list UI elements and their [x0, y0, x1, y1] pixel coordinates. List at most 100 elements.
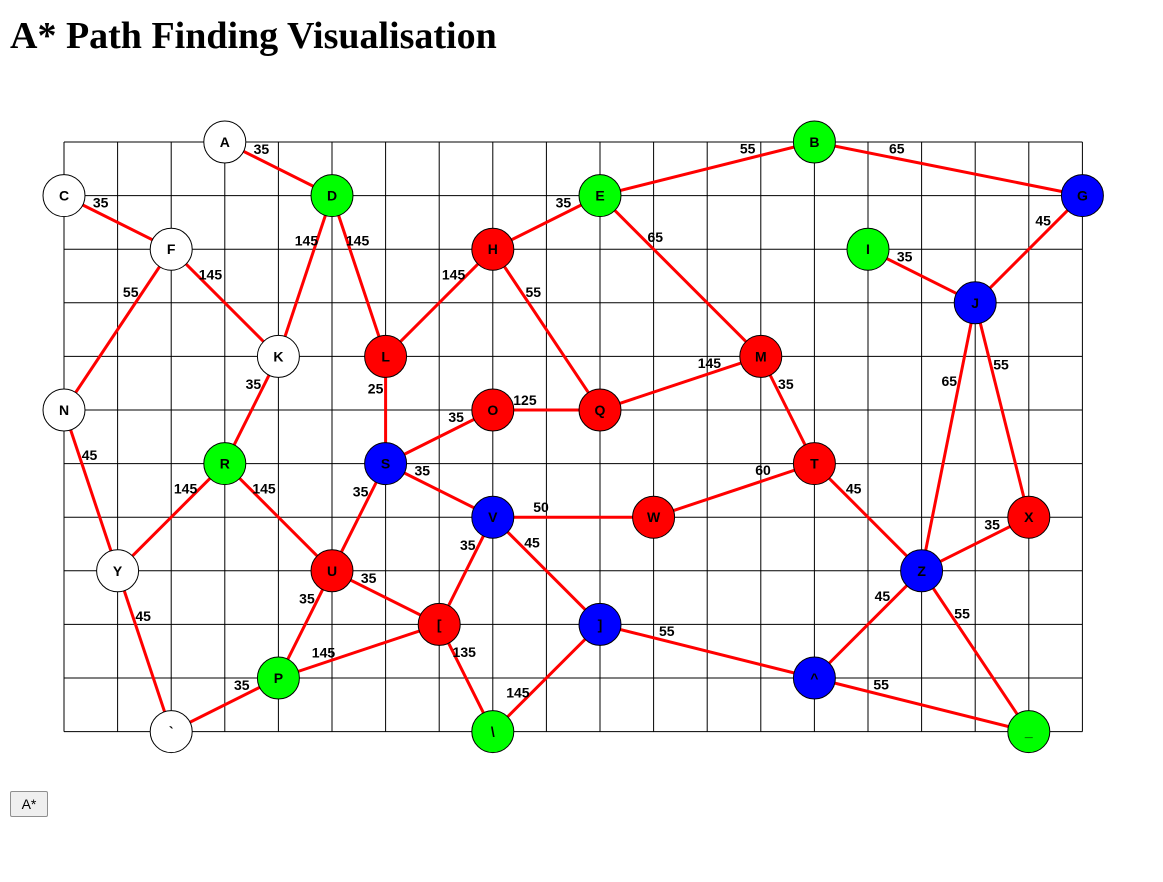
- graph-node[interactable]: A: [203, 120, 247, 164]
- node-label: W: [647, 509, 661, 525]
- graph-node[interactable]: H: [471, 227, 515, 271]
- edge-weight-label: 35: [984, 516, 1000, 532]
- node-label: H: [488, 241, 498, 257]
- node-label: \: [491, 724, 495, 740]
- node-circle: [471, 710, 515, 754]
- edge: [813, 569, 923, 680]
- page-title: A* Path Finding Visualisation: [10, 15, 497, 57]
- node-label: [: [437, 616, 442, 632]
- node-circle: [471, 227, 515, 271]
- edge-weight-label: 45: [135, 608, 151, 624]
- graph-node[interactable]: S: [364, 442, 408, 486]
- edge-weight-label: 35: [353, 483, 369, 499]
- edge: [599, 140, 815, 198]
- edge-weight-label: 55: [659, 623, 675, 639]
- node-circle: [1007, 710, 1051, 754]
- graph-node[interactable]: V: [471, 495, 515, 539]
- node-circle: [1060, 174, 1104, 218]
- graph-node[interactable]: B: [792, 120, 836, 164]
- graph-node[interactable]: R: [203, 442, 247, 486]
- run-astar-button[interactable]: A*: [10, 791, 48, 817]
- node-circle: [471, 495, 515, 539]
- node-circle: [578, 602, 622, 646]
- node-circle: [149, 710, 193, 754]
- graph-node[interactable]: T: [792, 442, 836, 486]
- graph-node[interactable]: ^: [792, 656, 836, 700]
- node-circle: [578, 388, 622, 432]
- node-label: S: [381, 456, 390, 472]
- graph-node[interactable]: Z: [900, 549, 944, 593]
- graph-node[interactable]: U: [310, 549, 354, 593]
- edge-weight-label: 35: [448, 409, 464, 425]
- graph-node[interactable]: _: [1007, 710, 1051, 754]
- node-label: K: [273, 348, 283, 364]
- graph-node[interactable]: M: [739, 334, 783, 378]
- graph-node[interactable]: `: [149, 710, 193, 754]
- node-circle: [203, 442, 247, 486]
- edge: [116, 570, 173, 733]
- graph-node[interactable]: C: [42, 174, 86, 218]
- node-label: E: [595, 188, 604, 204]
- graph-node[interactable]: O: [471, 388, 515, 432]
- graph-node[interactable]: Q: [578, 388, 622, 432]
- graph-node[interactable]: K: [256, 334, 300, 378]
- graph-node[interactable]: E: [578, 174, 622, 218]
- graph-node[interactable]: Y: [96, 549, 140, 593]
- edge: [170, 248, 280, 358]
- graph-node[interactable]: W: [632, 495, 676, 539]
- node-label: ^: [810, 670, 818, 686]
- node-label: V: [488, 509, 498, 525]
- edge-weight-label: 35: [414, 463, 430, 479]
- node-label: A: [220, 134, 230, 150]
- edge: [599, 354, 762, 412]
- node-label: Y: [113, 563, 123, 579]
- edge-weight-label: 35: [93, 195, 109, 211]
- graph-node[interactable]: N: [42, 388, 86, 432]
- edge: [223, 462, 334, 572]
- node-circle: [310, 549, 354, 593]
- edge: [974, 194, 1084, 304]
- graph-node[interactable]: I: [846, 227, 890, 271]
- node-circle: [846, 227, 890, 271]
- graph-node[interactable]: F: [149, 227, 193, 271]
- node-label: R: [220, 456, 230, 472]
- graph-node[interactable]: J: [953, 281, 997, 325]
- edge: [814, 140, 1083, 198]
- graph-node[interactable]: L: [364, 334, 408, 378]
- graph-node[interactable]: X: [1007, 495, 1051, 539]
- edge: [491, 248, 602, 411]
- node-label: U: [327, 563, 337, 579]
- node-circle: [632, 495, 676, 539]
- node-circle: [578, 174, 622, 218]
- edge-weight-label: 55: [954, 605, 970, 621]
- node-circle: [42, 388, 86, 432]
- node-circle: [792, 656, 836, 700]
- edge: [277, 622, 440, 680]
- node-label: `: [169, 724, 174, 740]
- edge-weight-label: 145: [199, 266, 223, 282]
- edge-weight-label: 55: [873, 676, 889, 692]
- graph-node[interactable]: D: [310, 174, 354, 218]
- edge-weight-label: 145: [174, 481, 198, 497]
- node-label: P: [274, 670, 283, 686]
- graph-node[interactable]: ]: [578, 602, 622, 646]
- node-label: Q: [595, 402, 606, 418]
- edge: [62, 248, 173, 411]
- edge-weight-label: 35: [460, 537, 476, 553]
- node-circle: [203, 120, 247, 164]
- node-label: G: [1077, 188, 1088, 204]
- edge-weight-label: 35: [778, 376, 794, 392]
- graph-node[interactable]: [: [417, 602, 461, 646]
- node-label: B: [809, 134, 819, 150]
- edge-weight-label: 65: [889, 140, 905, 156]
- edge-weight-label: 145: [346, 233, 370, 249]
- edge-weight-label: 145: [252, 481, 276, 497]
- graph-node[interactable]: P: [256, 656, 300, 700]
- graph-node[interactable]: \: [471, 710, 515, 754]
- node-circle: [256, 656, 300, 700]
- edge-weight-label: 35: [299, 590, 315, 606]
- edge: [62, 409, 120, 572]
- edge-weight-label: 35: [897, 248, 913, 264]
- graph-node[interactable]: G: [1060, 174, 1104, 218]
